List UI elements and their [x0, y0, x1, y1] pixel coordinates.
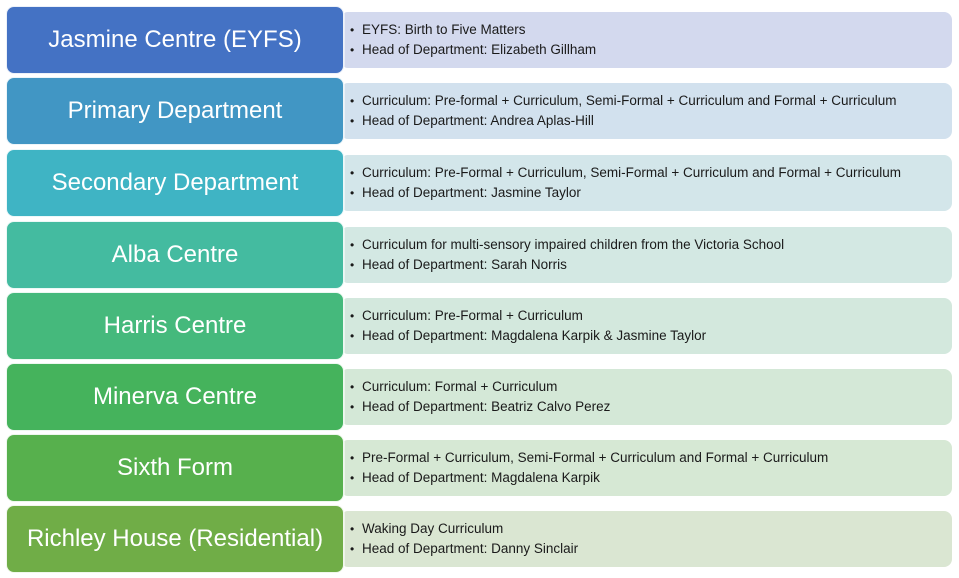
- detail-bullet: • EYFS: Birth to Five Matters: [350, 21, 944, 39]
- bullet-dot-icon: •: [350, 542, 355, 556]
- detail-bullet: • Head of Department: Andrea Aplas-Hill: [350, 112, 944, 130]
- detail-bullet-text: EYFS: Birth to Five Matters: [362, 22, 526, 37]
- bullet-dot-icon: •: [350, 380, 355, 394]
- detail-bullet-text: Waking Day Curriculum: [362, 521, 504, 536]
- detail-bullet: • Head of Department: Elizabeth Gillham: [350, 41, 944, 59]
- bullet-dot-icon: •: [350, 329, 355, 343]
- department-row: • Curriculum: Pre-Formal + Curriculum, Se…: [0, 149, 959, 217]
- detail-bullet: • Head of Department: Jasmine Taylor: [350, 184, 944, 202]
- detail-bullet: • Curriculum: Formal + Curriculum: [350, 378, 944, 396]
- detail-bullet: • Head of Department: Danny Sinclair: [350, 540, 944, 558]
- department-details: • Curriculum: Pre-Formal + Curriculum • Hea…: [340, 298, 952, 354]
- department-details: • EYFS: Birth to Five Matters • Head of Dep…: [340, 12, 952, 68]
- bullet-dot-icon: •: [350, 23, 355, 37]
- department-details: • Curriculum: Formal + Curriculum • Head of…: [340, 369, 952, 425]
- department-row: • Curriculum for multi-sensory impaired c…: [0, 221, 959, 289]
- bullet-dot-icon: •: [350, 471, 355, 485]
- department-name: Jasmine Centre (EYFS): [6, 6, 344, 74]
- bullet-dot-icon: •: [350, 238, 355, 252]
- detail-bullet: • Head of Department: Magdalena Karpik: [350, 469, 944, 487]
- department-name: Sixth Form: [6, 434, 344, 502]
- bullet-dot-icon: •: [350, 186, 355, 200]
- detail-bullet: • Curriculum for multi-sensory impaired c…: [350, 236, 944, 254]
- department-details: • Curriculum: Pre-formal + Curriculum, Se…: [340, 83, 952, 139]
- detail-bullet-text: Pre-Formal + Curriculum, Semi-Formal + C…: [362, 450, 829, 465]
- department-row: • Curriculum: Pre-formal + Curriculum, Se…: [0, 77, 959, 145]
- department-details: • Pre-Formal + Curriculum, Semi-Formal + …: [340, 440, 952, 496]
- detail-bullet-text: Head of Department: Danny Sinclair: [362, 541, 579, 556]
- bullet-dot-icon: •: [350, 400, 355, 414]
- bullet-dot-icon: •: [350, 94, 355, 108]
- detail-bullet: • Curriculum: Pre-Formal + Curriculum, Se…: [350, 164, 944, 182]
- detail-bullet-text: Head of Department: Magdalena Karpik & J…: [362, 328, 707, 343]
- detail-bullet: • Waking Day Curriculum: [350, 520, 944, 538]
- bullet-dot-icon: •: [350, 43, 355, 57]
- bullet-dot-icon: •: [350, 309, 355, 323]
- detail-bullet: • Head of Department: Beatriz Calvo Perez: [350, 398, 944, 416]
- department-row: • EYFS: Birth to Five Matters • Head of Dep…: [0, 6, 959, 74]
- department-row: • Pre-Formal + Curriculum, Semi-Formal + …: [0, 434, 959, 502]
- department-details: • Waking Day Curriculum • Head of Departmen…: [340, 511, 952, 567]
- detail-bullet: • Curriculum: Pre-formal + Curriculum, Se…: [350, 92, 944, 110]
- bullet-dot-icon: •: [350, 522, 355, 536]
- detail-bullet: • Head of Department: Magdalena Karpik & …: [350, 327, 944, 345]
- detail-bullet-text: Curriculum: Pre-formal + Curriculum, Sem…: [362, 93, 897, 108]
- detail-bullet-text: Curriculum: Pre-Formal + Curriculum: [362, 308, 583, 323]
- department-name: Alba Centre: [6, 221, 344, 289]
- detail-bullet-text: Head of Department: Jasmine Taylor: [362, 185, 581, 200]
- bullet-dot-icon: •: [350, 451, 355, 465]
- detail-bullet-text: Head of Department: Andrea Aplas-Hill: [362, 113, 594, 128]
- department-name: Minerva Centre: [6, 363, 344, 431]
- department-row: • Curriculum: Formal + Curriculum • Head of…: [0, 363, 959, 431]
- detail-bullet-text: Head of Department: Magdalena Karpik: [362, 470, 600, 485]
- detail-bullet-text: Head of Department: Sarah Norris: [362, 257, 567, 272]
- detail-bullet-text: Curriculum: Pre-Formal + Curriculum, Sem…: [362, 165, 901, 180]
- department-name: Harris Centre: [6, 292, 344, 360]
- department-details: • Curriculum for multi-sensory impaired c…: [340, 227, 952, 283]
- department-name: Secondary Department: [6, 149, 344, 217]
- detail-bullet: • Head of Department: Sarah Norris: [350, 256, 944, 274]
- detail-bullet: • Curriculum: Pre-Formal + Curriculum: [350, 307, 944, 325]
- department-details: • Curriculum: Pre-Formal + Curriculum, Se…: [340, 155, 952, 211]
- department-name: Richley House (Residential): [6, 505, 344, 573]
- detail-bullet-text: Head of Department: Elizabeth Gillham: [362, 42, 597, 57]
- detail-bullet-text: Curriculum: Formal + Curriculum: [362, 379, 558, 394]
- bullet-dot-icon: •: [350, 114, 355, 128]
- department-name: Primary Department: [6, 77, 344, 145]
- department-row: • Curriculum: Pre-Formal + Curriculum • Hea…: [0, 292, 959, 360]
- bullet-dot-icon: •: [350, 166, 355, 180]
- detail-bullet-text: Head of Department: Beatriz Calvo Perez: [362, 399, 611, 414]
- bullet-dot-icon: •: [350, 258, 355, 272]
- department-row: • Waking Day Curriculum • Head of Departmen…: [0, 505, 959, 573]
- detail-bullet-text: Curriculum for multi-sensory impaired ch…: [362, 237, 785, 252]
- detail-bullet: • Pre-Formal + Curriculum, Semi-Formal + …: [350, 449, 944, 467]
